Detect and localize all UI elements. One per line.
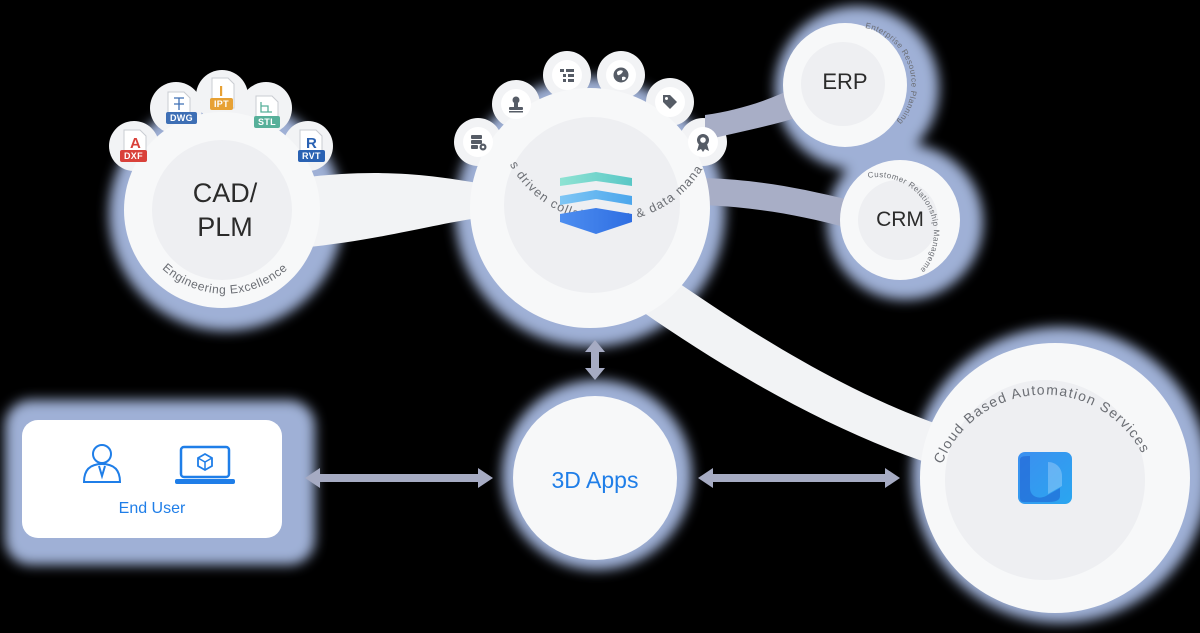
rvt-badge: RVT bbox=[298, 150, 325, 162]
award-badge-icon bbox=[688, 127, 718, 157]
cad-node[interactable]: Engineering Excellence bbox=[124, 112, 320, 308]
apps-node[interactable] bbox=[513, 396, 677, 560]
erp-title: ERP bbox=[822, 69, 868, 94]
dwg-file-icon: DWG bbox=[164, 90, 198, 126]
list-tree-icon bbox=[552, 60, 582, 90]
svg-text:I: I bbox=[219, 83, 223, 100]
dxf-badge: DXF bbox=[120, 150, 147, 162]
connector-erp-crm bbox=[705, 85, 850, 228]
end-user-card-bg bbox=[22, 420, 282, 538]
inventor-ipt-icon: I IPT bbox=[208, 76, 242, 112]
tag-icon bbox=[655, 87, 685, 117]
cad-title: CAD/ PLM bbox=[192, 178, 258, 242]
layered-stack-logo bbox=[560, 172, 632, 234]
connector-bands bbox=[300, 173, 955, 470]
s-cube-logo bbox=[1018, 452, 1072, 504]
database-gear-icon bbox=[463, 127, 493, 157]
arrows bbox=[305, 340, 900, 488]
globe-icon bbox=[606, 60, 636, 90]
stl-file-icon: STL bbox=[252, 94, 286, 130]
svg-text:R: R bbox=[306, 135, 317, 152]
apps-title: 3D Apps bbox=[551, 466, 639, 493]
revit-rvt-icon: R RVT bbox=[296, 128, 330, 164]
end-user-label: End User bbox=[118, 500, 186, 517]
user-icon bbox=[82, 444, 122, 483]
ipt-badge: IPT bbox=[210, 98, 233, 110]
svg-text:A: A bbox=[130, 135, 141, 152]
end-user-card[interactable]: End User bbox=[22, 420, 282, 538]
dwg-badge: DWG bbox=[166, 112, 197, 124]
laptop-cube-icon bbox=[175, 445, 235, 484]
stl-badge: STL bbox=[254, 116, 280, 128]
cloud-node[interactable]: Cloud Based Automation Services bbox=[920, 343, 1190, 613]
stamp-icon bbox=[501, 89, 531, 119]
crm-title: CRM bbox=[876, 208, 924, 231]
autocad-dxf-icon: A DXF bbox=[120, 128, 152, 162]
hub-node[interactable]: process driven collaboration & data mana… bbox=[0, 0, 710, 328]
